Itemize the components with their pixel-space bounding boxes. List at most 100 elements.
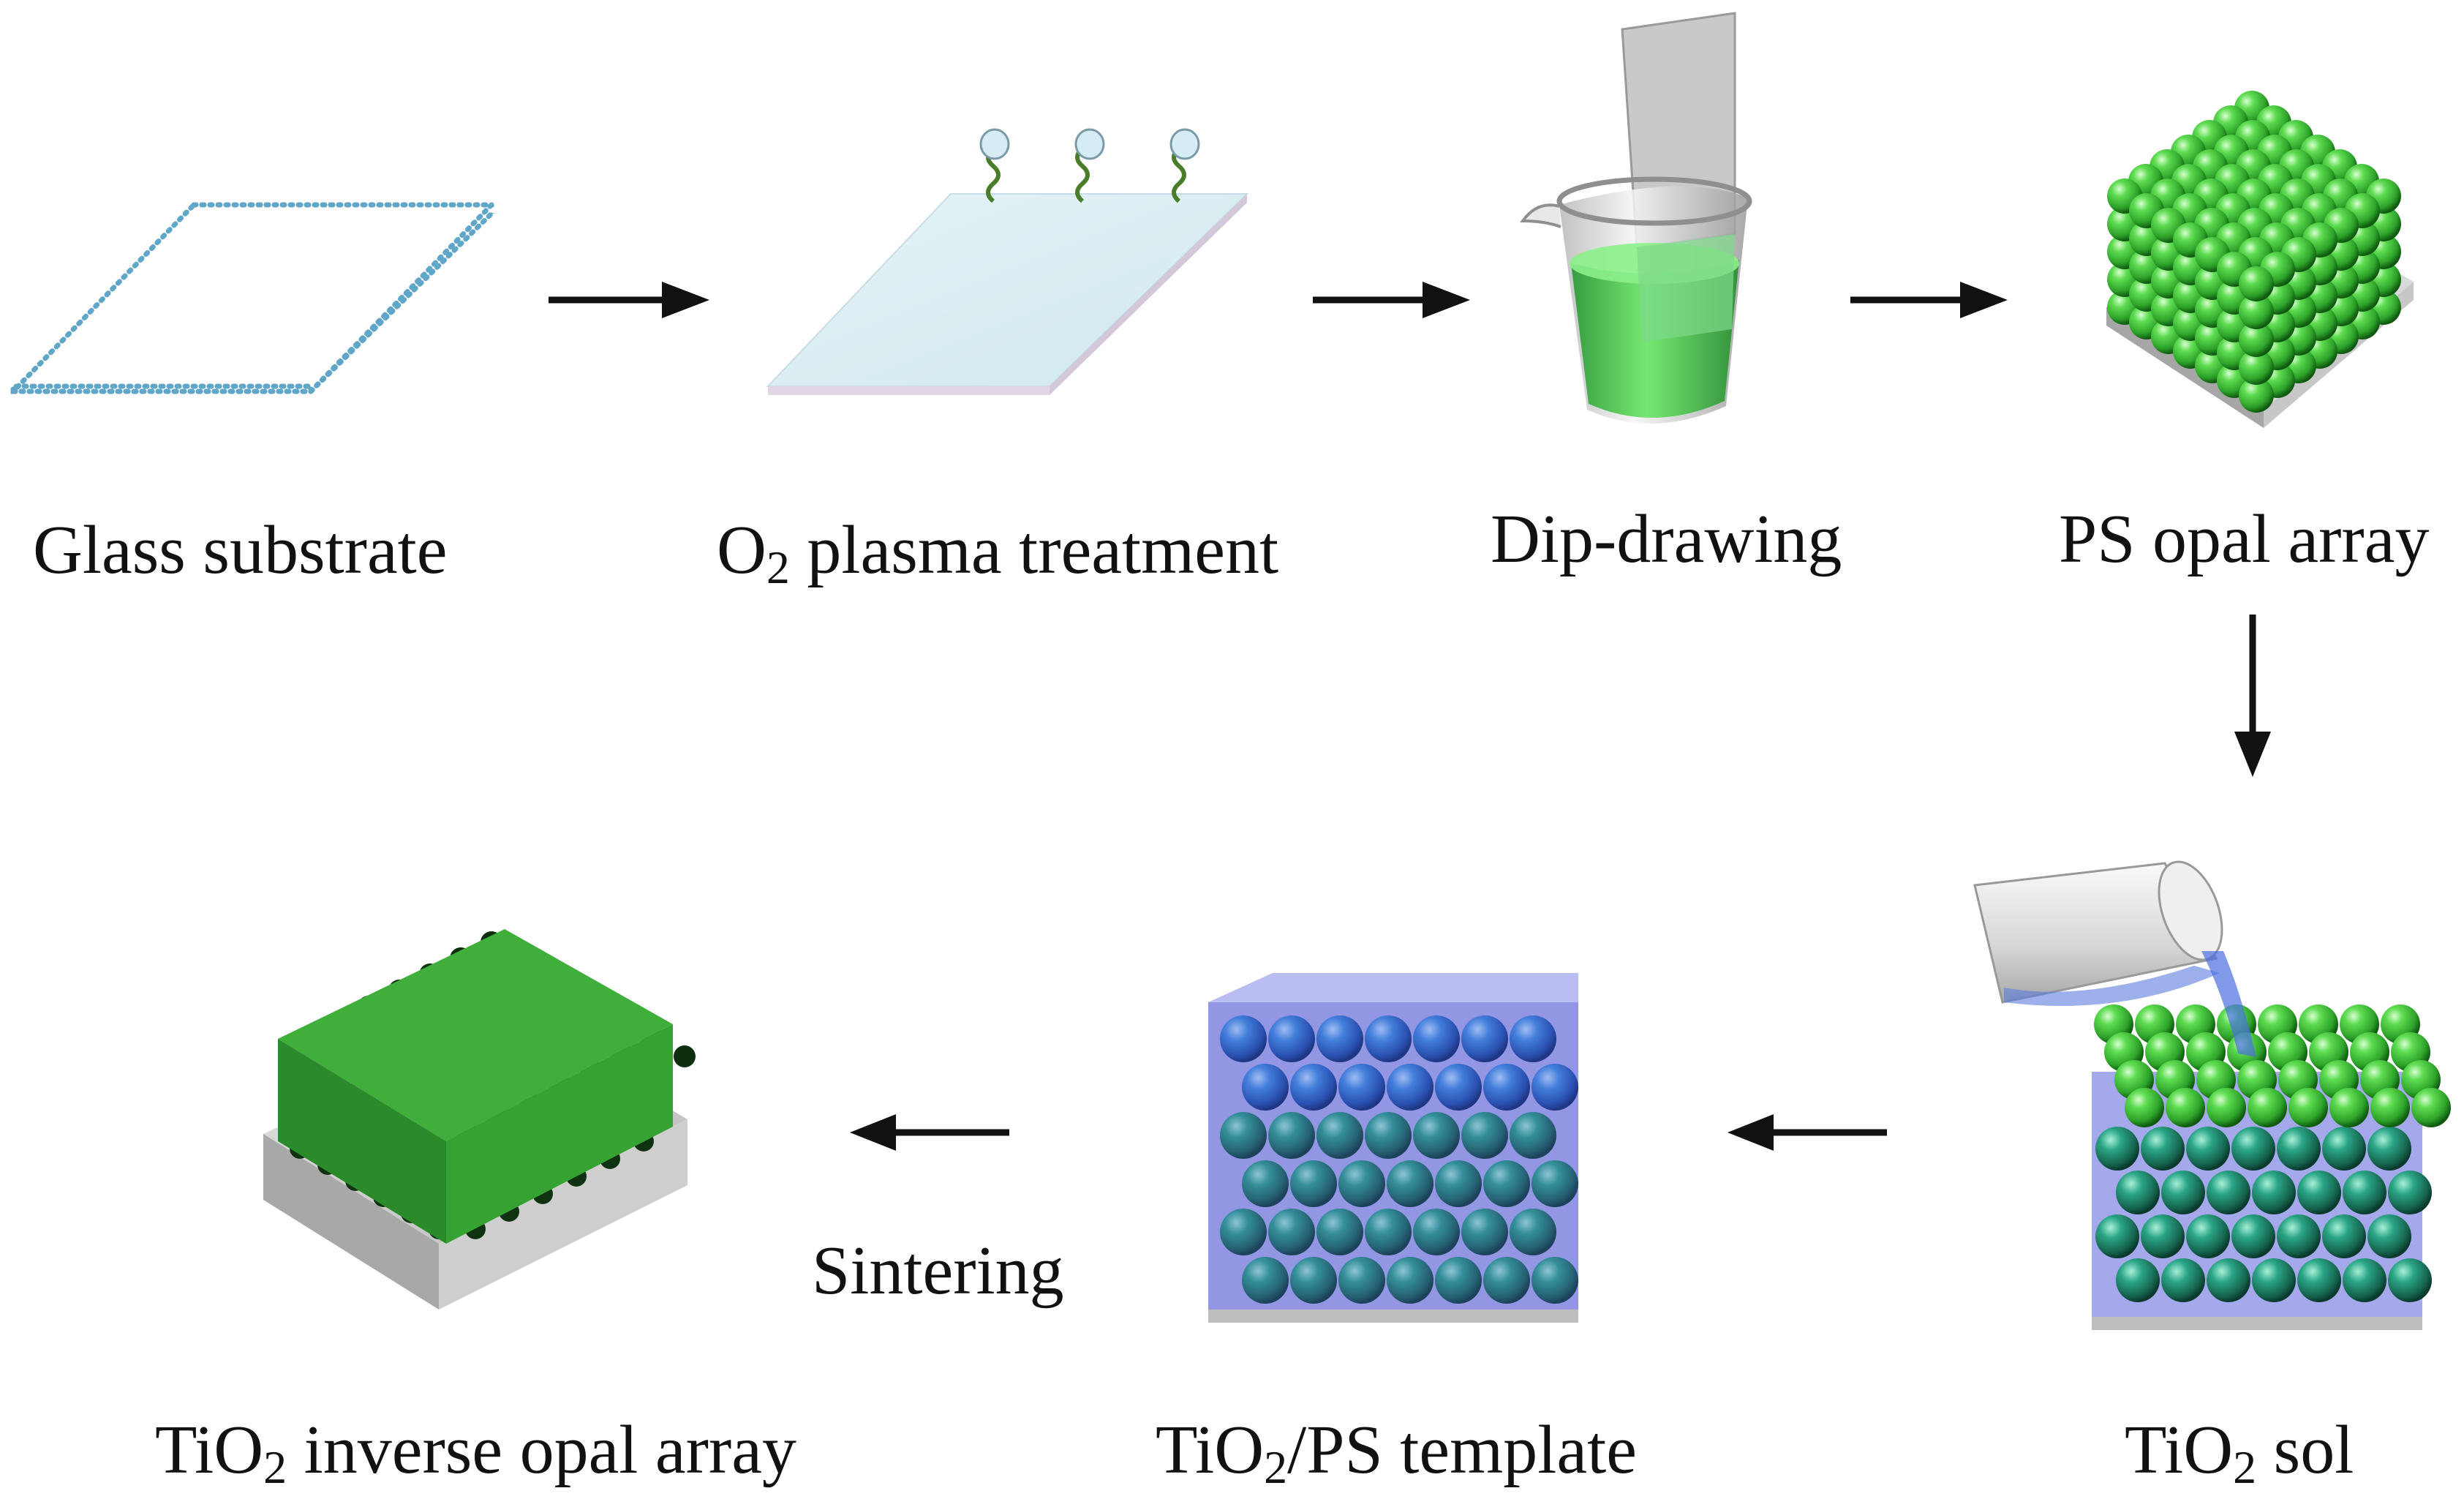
sol-blue-sphere xyxy=(2252,1258,2296,1302)
step-label-dip-drawing: Dip-drawing xyxy=(1491,501,1842,577)
sol-blue-sphere xyxy=(2116,1171,2160,1214)
sol-green-sphere xyxy=(2125,1088,2164,1127)
template-sphere xyxy=(1510,1112,1556,1159)
template-sphere xyxy=(1290,1064,1337,1111)
sol-green-sphere xyxy=(2207,1088,2246,1127)
sol-blue-sphere xyxy=(2141,1127,2185,1171)
arrow-right-icon xyxy=(549,282,709,318)
sol-blue-sphere xyxy=(2388,1171,2432,1214)
template-sphere xyxy=(1220,1112,1267,1159)
template-sphere xyxy=(1435,1160,1482,1207)
template-sphere xyxy=(1242,1064,1289,1111)
template-sphere xyxy=(1510,1015,1556,1062)
template-sphere xyxy=(1338,1160,1385,1207)
template-sphere xyxy=(1242,1257,1289,1304)
template-sphere xyxy=(1316,1112,1363,1159)
template-sphere xyxy=(1483,1257,1530,1304)
glass-substrate-icon xyxy=(7,202,498,394)
sol-blue-sphere xyxy=(2231,1214,2275,1258)
template-sphere xyxy=(1413,1112,1460,1159)
template-sphere xyxy=(1387,1257,1433,1304)
sol-blue-sphere xyxy=(2161,1171,2205,1214)
template-sphere xyxy=(1316,1015,1363,1062)
sol-blue-sphere xyxy=(2161,1258,2205,1302)
template-sphere xyxy=(1510,1209,1556,1255)
template-sphere xyxy=(1365,1209,1412,1255)
ps-sphere xyxy=(2239,294,2274,329)
beaker-icon xyxy=(1520,12,1752,424)
sol-blue-sphere xyxy=(2343,1171,2386,1214)
label-subscript: 2 xyxy=(2233,1441,2257,1493)
label-text: TiO xyxy=(1156,1412,1265,1488)
template-sphere xyxy=(1461,1015,1508,1062)
pouring-cup-icon xyxy=(1973,860,2256,1057)
sol-blue-sphere xyxy=(2367,1127,2411,1171)
sol-green-sphere xyxy=(2248,1088,2287,1127)
template-sphere xyxy=(1413,1015,1460,1062)
molecule-icon xyxy=(1074,128,1105,203)
molecule-icon xyxy=(979,128,1010,203)
template-sphere xyxy=(1268,1015,1315,1062)
step-label-tio2-sol: TiO2 sol xyxy=(2125,1416,2354,1491)
template-sphere xyxy=(1461,1112,1508,1159)
sol-blue-sphere xyxy=(2252,1171,2296,1214)
template-sphere xyxy=(1365,1112,1412,1159)
sol-green-sphere xyxy=(2288,1088,2328,1127)
template-sphere xyxy=(1531,1257,1578,1304)
sol-blue-sphere xyxy=(2207,1171,2250,1214)
inverse-top xyxy=(278,929,673,1141)
arrow-left-icon xyxy=(1728,1114,1887,1151)
template-sphere xyxy=(1387,1064,1433,1111)
step-label-tio2-ps-template: TiO2/PS template xyxy=(1156,1416,1637,1491)
ps-sphere xyxy=(2239,322,2274,357)
pore xyxy=(674,1045,696,1067)
label-text: sol xyxy=(2256,1412,2354,1488)
template-sphere xyxy=(1531,1160,1578,1207)
template-sphere xyxy=(1316,1209,1363,1255)
label-text: O xyxy=(717,512,766,588)
inverse-side xyxy=(278,1039,446,1244)
label-subscript: 2 xyxy=(766,541,790,593)
sol-blue-sphere xyxy=(2186,1214,2230,1258)
sol-blue-sphere xyxy=(2297,1171,2341,1214)
sol-blue-sphere xyxy=(2277,1214,2321,1258)
template-sphere xyxy=(1483,1064,1530,1111)
sol-blue-sphere xyxy=(2277,1127,2321,1171)
sol-blue-sphere xyxy=(2388,1258,2432,1302)
template-sphere xyxy=(1290,1257,1337,1304)
ps-opal-array-icon xyxy=(2106,91,2414,428)
template-sphere xyxy=(1531,1064,1578,1111)
label-text: TiO xyxy=(2125,1412,2234,1488)
plasma-treated-plate-icon xyxy=(766,128,1249,395)
sol-blue-sphere xyxy=(2322,1127,2366,1171)
sol-blue-sphere xyxy=(2322,1214,2366,1258)
tio2-sol-icon xyxy=(1973,860,2451,1330)
ps-sphere xyxy=(2239,350,2274,385)
step-label-plasma-treatment: O2 plasma treatment xyxy=(717,516,1278,591)
ps-sphere xyxy=(2239,377,2274,413)
sol-blue-sphere xyxy=(2095,1127,2139,1171)
template-sphere xyxy=(1220,1209,1267,1255)
sol-blue-sphere xyxy=(2297,1258,2341,1302)
molecule-icon xyxy=(1169,128,1200,203)
arrow-right-icon xyxy=(1850,282,2008,318)
sol-blue-sphere xyxy=(2116,1258,2160,1302)
sol-green-sphere xyxy=(2370,1088,2410,1127)
label-subscript: 2 xyxy=(1264,1441,1288,1493)
template-sphere xyxy=(1387,1160,1433,1207)
inverse-side xyxy=(446,1024,673,1244)
template-sphere xyxy=(1242,1160,1289,1207)
sol-blue-sphere xyxy=(2186,1127,2230,1171)
sol-blue-sphere xyxy=(2367,1214,2411,1258)
template-sphere xyxy=(1268,1209,1315,1255)
tio2-ps-template-icon xyxy=(1208,973,1578,1323)
arrow-left-icon xyxy=(850,1114,1009,1151)
label-text: /PS template xyxy=(1287,1412,1637,1488)
arrow-label-sintering: Sintering xyxy=(812,1233,1064,1309)
sol-blue-sphere xyxy=(2343,1258,2386,1302)
label-subscript: 2 xyxy=(263,1441,287,1493)
sol-green-sphere xyxy=(2329,1088,2369,1127)
step-label-ps-opal-array: PS opal array xyxy=(2059,501,2430,577)
sol-green-sphere xyxy=(2411,1088,2451,1127)
